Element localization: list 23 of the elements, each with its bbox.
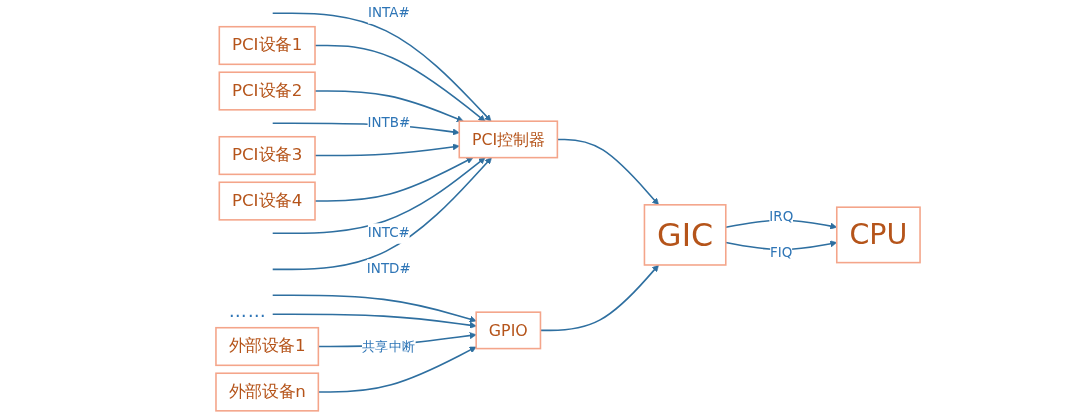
edge-label: INTD# [366, 260, 411, 277]
node-box: GIC [643, 204, 727, 266]
node-box: 外部设备n [215, 372, 320, 412]
edge-label: INTB# [367, 114, 411, 131]
ellipsis-label: …… [228, 299, 267, 321]
edge-label: INTA# [367, 4, 410, 21]
arrow [271, 157, 492, 271]
node-box: PCI设备2 [218, 71, 316, 111]
node-box: PCI设备4 [218, 181, 316, 221]
edge-label: 共享中断 [361, 338, 416, 354]
node-box: PCI设备3 [218, 135, 316, 176]
edge-label: IRQ [769, 208, 794, 225]
node-box: GPIO [475, 311, 542, 350]
node-box: CPU [836, 206, 921, 264]
node-box: PCI控制器 [458, 120, 559, 159]
edge-label: FIQ [770, 244, 793, 261]
arrow [271, 313, 477, 329]
arrow [271, 294, 477, 323]
node-box: 外部设备1 [215, 326, 320, 367]
node-box: PCI设备1 [218, 25, 316, 66]
arrow [271, 157, 486, 235]
arrow [271, 12, 492, 122]
edge-label: INTC# [367, 224, 410, 241]
